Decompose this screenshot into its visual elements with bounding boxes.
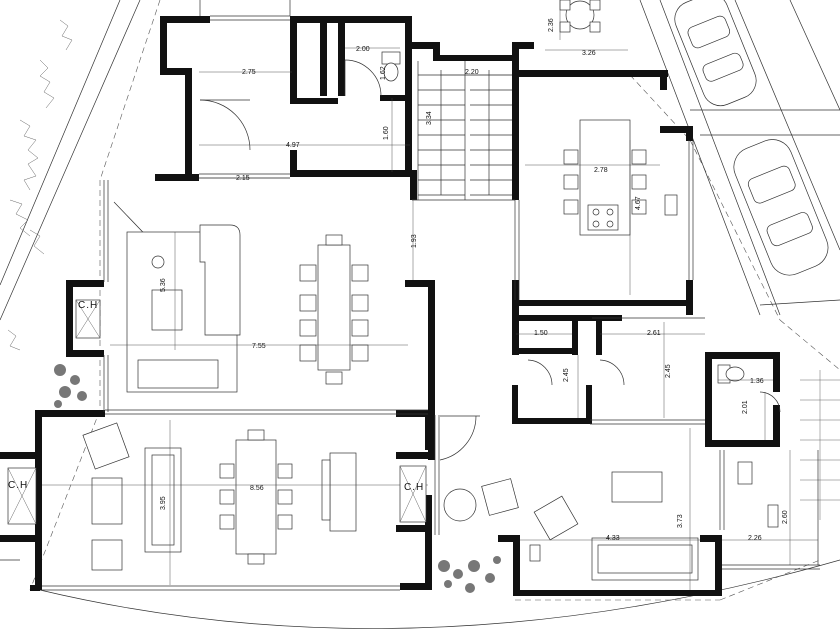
dim-3-34: 3.34 <box>426 111 433 125</box>
dim-2-20: 2.20 <box>465 69 479 76</box>
dim-2-01: 2.01 <box>742 400 749 414</box>
car-bottom <box>733 139 829 276</box>
dim-2-75: 2.75 <box>242 69 256 76</box>
dim-2-15: 2.15 <box>236 175 250 182</box>
ch-label-left-top: C.H <box>78 300 98 311</box>
staircase <box>417 61 512 200</box>
dim-3-26: 3.26 <box>582 50 596 57</box>
dimension-labels: 2.36 3.26 2.00 1.62 2.75 2.20 3.34 1.60 … <box>160 18 789 542</box>
kitchen-island <box>563 119 678 236</box>
dim-1-50: 1.50 <box>534 330 548 337</box>
dim-1-62: 1.62 <box>380 66 387 80</box>
dim-2-60: 2.60 <box>782 510 789 524</box>
dim-4-33: 4.33 <box>606 535 620 542</box>
dim-2-61: 2.61 <box>647 330 661 337</box>
vegetation-bottom <box>438 556 501 593</box>
chimney-left-bottom: C.H <box>7 467 37 525</box>
dim-2-78: 2.78 <box>594 167 608 174</box>
car-top <box>674 0 757 107</box>
ch-label-left-bottom: C.H <box>8 480 28 491</box>
lower-right-lounge <box>443 461 779 581</box>
dim-4-97: 4.97 <box>286 142 300 149</box>
dimension-lines <box>42 0 818 590</box>
chimney-left-top: C.H <box>75 299 101 339</box>
outdoor-table-top <box>559 0 601 33</box>
doors <box>113 59 781 461</box>
dining-table-top <box>299 234 369 385</box>
ch-label-center: C.H <box>404 482 424 493</box>
dim-1-60: 1.60 <box>383 126 390 140</box>
dim-2-36: 2.36 <box>548 18 555 32</box>
vegetation-left <box>7 19 87 408</box>
dim-3-95: 3.95 <box>160 496 167 510</box>
living-sofa-set <box>126 224 241 393</box>
toilet-right <box>717 364 745 384</box>
dim-2-00: 2.00 <box>356 46 370 53</box>
dim-3-73: 3.73 <box>677 514 684 528</box>
dim-4-67: 4.67 <box>635 196 642 210</box>
dim-2-26: 2.26 <box>748 535 762 542</box>
parking-area <box>639 0 840 520</box>
dim-5-36: 5.36 <box>160 278 167 292</box>
walls <box>0 16 780 596</box>
toilet-top <box>381 51 401 82</box>
dim-2-45-left: 2.45 <box>563 368 570 382</box>
dim-1-36: 1.36 <box>750 378 764 385</box>
chimney-center: C.H <box>399 465 427 523</box>
dim-7-55: 7.55 <box>252 343 266 350</box>
lower-lounge <box>82 422 182 571</box>
dim-1-93: 1.93 <box>411 234 418 248</box>
dim-2-45-right: 2.45 <box>665 364 672 378</box>
dim-8-56: 8.56 <box>250 485 264 492</box>
lower-dining <box>219 429 357 565</box>
